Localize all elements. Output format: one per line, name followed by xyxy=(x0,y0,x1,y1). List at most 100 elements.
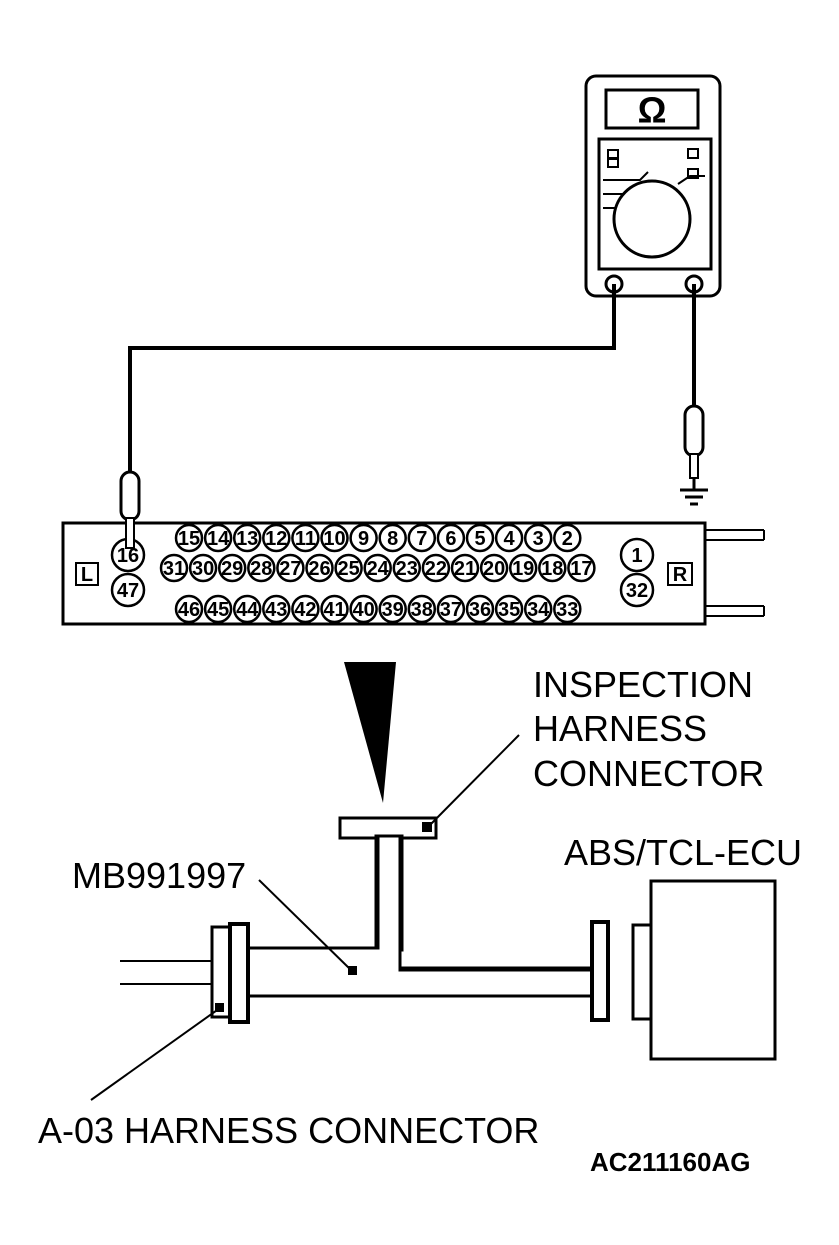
connector-pin: 21 xyxy=(450,553,480,583)
pin-number: 32 xyxy=(626,580,648,602)
connector-pin: 41 xyxy=(320,594,349,624)
pin-circle xyxy=(378,594,407,624)
pin-number: 14 xyxy=(207,528,230,550)
connector-pin: 9 xyxy=(349,523,378,553)
leader-inspection xyxy=(427,734,520,828)
connector-pin: 36 xyxy=(465,594,495,624)
pin-circle xyxy=(159,553,189,583)
pin-number: 39 xyxy=(382,599,404,621)
label-inspection-line1: INSPECTION xyxy=(533,664,753,705)
pin-number: 28 xyxy=(250,558,272,580)
pin-number: 7 xyxy=(416,528,427,550)
connector-pin: 33 xyxy=(553,594,582,624)
pin-circle xyxy=(349,594,378,624)
pin-circle xyxy=(291,594,320,624)
pin-number: 25 xyxy=(337,558,359,580)
pin-circle xyxy=(320,523,349,553)
connector-pin: 39 xyxy=(378,594,407,624)
range-ticks-right-icon xyxy=(677,175,705,185)
range-indicator-right-2-icon xyxy=(687,168,699,179)
pin-circle xyxy=(334,553,363,583)
pin-circle xyxy=(276,553,305,583)
connector-pin: 32 xyxy=(619,572,655,608)
pin-number: 41 xyxy=(323,599,345,621)
figure-code: AC211160AG xyxy=(590,1147,750,1177)
connector-pin: 37 xyxy=(436,594,466,624)
pin-circle xyxy=(305,553,334,583)
pin-circle xyxy=(479,553,509,583)
pin-circle xyxy=(291,523,320,553)
rotary-selector-knob xyxy=(612,179,692,259)
label-inspection-line3: CONNECTOR xyxy=(533,753,764,794)
connector-pin: 42 xyxy=(291,594,320,624)
connector-pin: 28 xyxy=(247,553,276,583)
pin-number: 1 xyxy=(631,545,642,567)
pin-number: 11 xyxy=(295,528,316,550)
pin-circle xyxy=(619,537,655,573)
harness-assembly xyxy=(120,816,777,1061)
connector-pin: 29 xyxy=(217,553,247,583)
label-tool: MB991997 xyxy=(72,855,246,896)
pin-number: 31 xyxy=(163,558,185,580)
pin-circle xyxy=(349,523,378,553)
pin-circle xyxy=(619,572,655,608)
pin-number: 15 xyxy=(178,528,200,550)
pin-circle xyxy=(110,572,146,608)
pin-number: 29 xyxy=(221,558,243,580)
pin-circle xyxy=(494,594,524,624)
label-inspection-line2: HARNESS xyxy=(533,708,707,749)
connector-pin: 23 xyxy=(392,553,422,583)
pin-number: 42 xyxy=(294,599,316,621)
pin-number: 47 xyxy=(117,580,139,602)
pin-number: 34 xyxy=(527,599,550,621)
connector-pin: 2 xyxy=(553,523,582,553)
pin-number: 4 xyxy=(504,528,516,550)
pin-number: 46 xyxy=(178,599,200,621)
pin-number: 12 xyxy=(265,528,287,550)
pin-circle xyxy=(378,523,407,553)
pin-circle xyxy=(421,553,451,583)
pin-number: 30 xyxy=(192,558,214,580)
connector-pin: 13 xyxy=(232,523,262,553)
pin-circle xyxy=(217,553,247,583)
abs-tcl-ecu-body xyxy=(649,879,777,1061)
side-mark-left: L xyxy=(81,564,93,586)
pin-circle xyxy=(567,553,596,583)
connector-pin: 15 xyxy=(174,523,204,553)
pin-circle xyxy=(436,523,466,553)
connector-pin: 24 xyxy=(363,553,392,583)
pin-number: 27 xyxy=(279,558,301,580)
connector-pin: 6 xyxy=(436,523,466,553)
connector-pin: 40 xyxy=(349,594,378,624)
pin-circle xyxy=(262,523,291,553)
connector-pin: 46 xyxy=(174,594,204,624)
leader-harness xyxy=(90,1007,221,1101)
pin-circle xyxy=(407,594,437,624)
connector-pin: 25 xyxy=(334,553,363,583)
pin-circle xyxy=(262,594,291,624)
leader-harness-dot-icon xyxy=(215,1003,224,1012)
connector-pin: 4 xyxy=(494,523,524,553)
range-indicator-left-icon xyxy=(607,149,619,159)
pin-number: 24 xyxy=(367,558,390,580)
pin-number: 6 xyxy=(445,528,456,550)
pin-number: 5 xyxy=(474,528,485,550)
pin-circle xyxy=(174,594,204,624)
pin-number: 10 xyxy=(323,528,345,550)
connector-pin: 8 xyxy=(378,523,407,553)
pin-circle xyxy=(320,594,349,624)
pin-circle xyxy=(232,594,262,624)
connector-pin: 44 xyxy=(232,594,262,624)
ecu-side-connector xyxy=(590,920,610,1022)
label-harness: A-03 HARNESS CONNECTOR xyxy=(38,1110,539,1151)
pin-number: 17 xyxy=(570,558,592,580)
ground-symbol-icon xyxy=(680,478,708,506)
pin-number: 13 xyxy=(236,528,258,550)
pin-circle xyxy=(203,594,233,624)
pin-number: 35 xyxy=(498,599,520,621)
pin-number: 23 xyxy=(396,558,418,580)
pin-number: 20 xyxy=(483,558,505,580)
leader-tool xyxy=(258,879,353,972)
